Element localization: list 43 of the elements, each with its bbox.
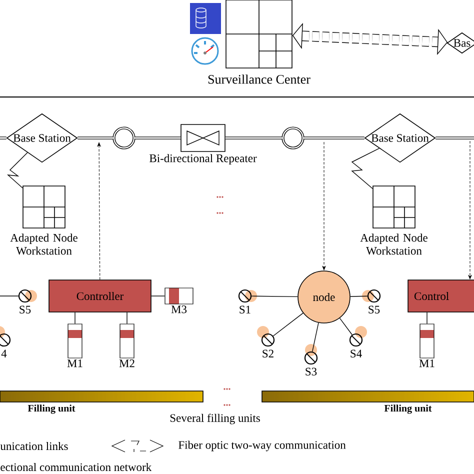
monitor-screen: Surveillance Center	[208, 0, 310, 84]
connector	[426, 312, 428, 324]
connector	[97, 142, 101, 280]
fiber-ring	[282, 126, 304, 150]
connector	[312, 322, 319, 352]
connector	[468, 140, 472, 280]
workstation-grid: Adapted Node Workstation	[360, 186, 428, 255]
filling-unit-bar: Filling unit	[262, 390, 474, 414]
legend-text: Fiber optic two-way communication	[178, 440, 346, 452]
node-label: Bi-directional Repeater	[150, 154, 257, 165]
node-label: Surveillance Center	[208, 74, 310, 84]
connector	[322, 142, 326, 270]
controller-box: Controller	[48, 280, 152, 312]
repeater-box: Bi-directional Repeater	[150, 124, 257, 165]
controller-box: Control	[408, 280, 474, 312]
connector	[351, 148, 380, 190]
node-label: Adapted Node Workstation	[10, 234, 78, 255]
node-label: Filling unit	[28, 404, 76, 414]
ellipsis-dots: ...	[216, 196, 224, 198]
note-text: Several filling units	[170, 414, 260, 424]
node-label: Filling unit	[384, 404, 432, 414]
connector	[0, 136, 6, 140]
connector	[126, 312, 128, 324]
ellipsis-dots: ...	[224, 404, 230, 406]
filling-unit-bar: Filling unit	[0, 390, 204, 414]
legend-text: unication links	[0, 442, 68, 450]
connector	[350, 296, 368, 297]
connector	[78, 136, 114, 140]
connector	[436, 136, 474, 140]
connector	[6, 152, 28, 188]
connector	[134, 136, 181, 140]
connector	[272, 312, 304, 336]
connector	[339, 318, 352, 336]
workstation-grid: Adapted Node Workstation	[10, 186, 78, 255]
legend-text: ectional communication network	[0, 462, 152, 472]
node-label: Adapted Node Workstation	[360, 234, 428, 255]
connector	[303, 136, 364, 140]
fiber-ring	[112, 126, 136, 150]
connector	[251, 296, 298, 298]
ellipsis-dots: ...	[224, 388, 230, 390]
ellipsis-dots: ...	[216, 212, 224, 214]
connector	[74, 312, 76, 324]
connector	[225, 136, 283, 140]
